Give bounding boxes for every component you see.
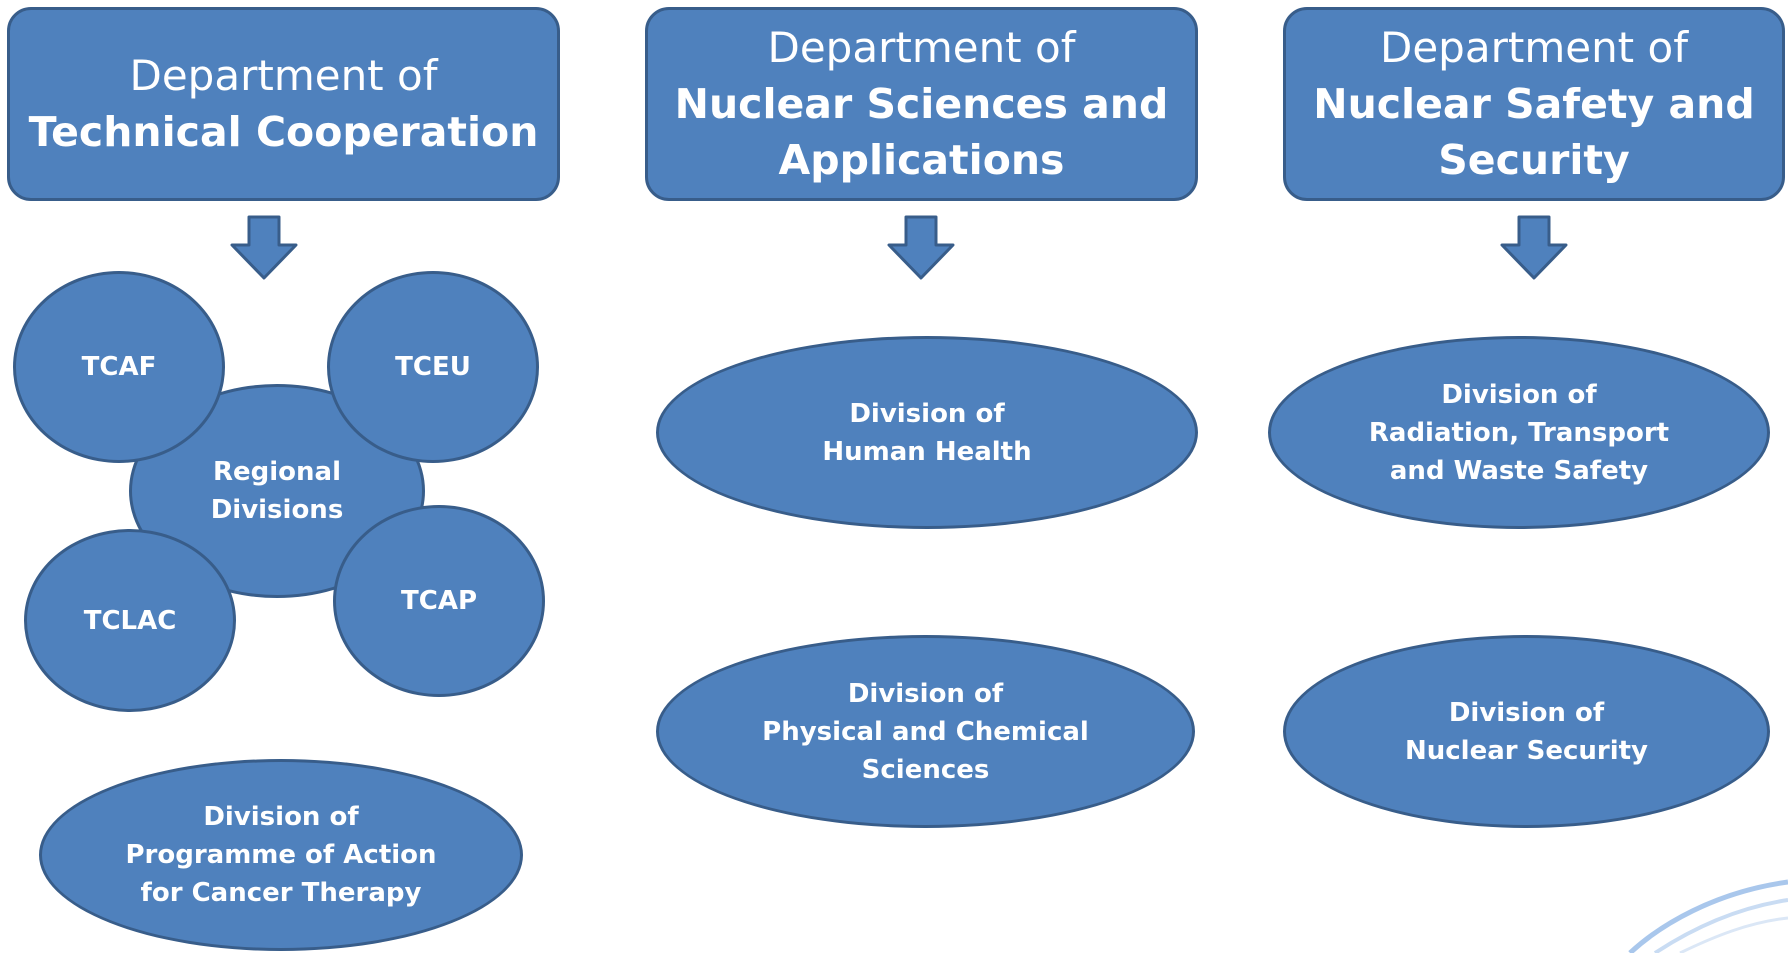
down-arrow-icon — [887, 215, 955, 280]
department-name: Nuclear Safety and — [1313, 80, 1755, 128]
regional-divisions-label: Divisions — [210, 495, 344, 525]
down-arrow-icon — [1500, 215, 1568, 280]
division-label: for Cancer Therapy — [140, 878, 422, 908]
department-name: Security — [1438, 136, 1630, 184]
regional-divisions-label: Regional — [212, 457, 341, 487]
tclac-label: TCLAC — [83, 605, 177, 636]
decorative-swoosh-icon — [1628, 879, 1788, 953]
tceu-node: TCEU — [327, 271, 539, 463]
division-label: Physical and Chemical — [762, 716, 1089, 747]
division-label: Division of — [1448, 697, 1605, 728]
tcap-label: TCAP — [401, 586, 477, 616]
department-lead: Department of — [1380, 23, 1688, 72]
division-label: Sciences — [861, 754, 990, 785]
division-label: Programme of Action — [125, 840, 437, 870]
division-label: Division of — [849, 398, 1005, 429]
department-name: Nuclear Sciences and — [674, 80, 1169, 128]
division-label: Radiation, Transport — [1368, 417, 1670, 448]
department-nuclear-sciences-applications: Department of Nuclear Sciences and Appli… — [645, 7, 1198, 201]
department-lead: Department of — [129, 51, 438, 100]
department-name: Applications — [778, 136, 1065, 184]
tceu-label: TCEU — [395, 352, 471, 382]
division-nuclear-security: Division of Nuclear Security — [1283, 635, 1770, 828]
division-human-health: Division of Human Health — [656, 336, 1198, 529]
down-arrow-icon — [230, 215, 298, 280]
tcap-node: TCAP — [333, 505, 545, 697]
division-pact: Division of Programme of Action for Canc… — [39, 759, 523, 951]
division-physical-chemical-sciences: Division of Physical and Chemical Scienc… — [656, 635, 1195, 828]
tcaf-label: TCAF — [81, 352, 157, 382]
division-label: Division of — [203, 802, 359, 832]
division-radiation-transport-waste: Division of Radiation, Transport and Was… — [1268, 336, 1770, 529]
department-name: Technical Cooperation — [28, 108, 539, 156]
department-technical-cooperation: Department of Technical Cooperation — [7, 7, 560, 201]
division-label: and Waste Safety — [1389, 455, 1649, 486]
division-label: Division of — [847, 678, 1004, 709]
division-label: Nuclear Security — [1404, 735, 1649, 766]
division-label: Division of — [1441, 379, 1597, 410]
tcaf-node: TCAF — [13, 271, 225, 463]
department-lead: Department of — [767, 23, 1076, 72]
tclac-node: TCLAC — [24, 529, 236, 712]
division-label: Human Health — [822, 436, 1032, 467]
department-nuclear-safety-security: Department of Nuclear Safety and Securit… — [1283, 7, 1785, 201]
